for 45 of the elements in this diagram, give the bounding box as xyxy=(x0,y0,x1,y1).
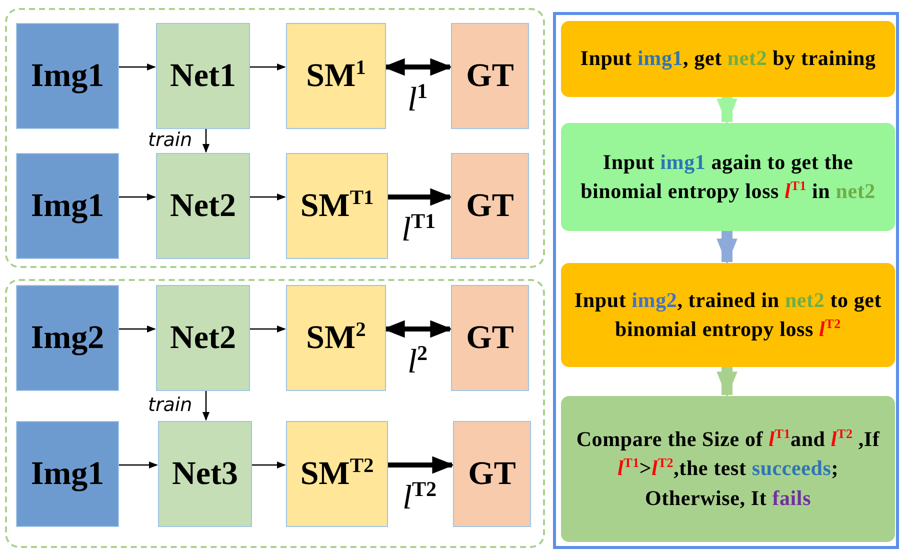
box-label: Img1 xyxy=(30,456,104,492)
box-label: SM$^{T1}$ xyxy=(300,187,374,225)
box-label: Input img1 again to get the binomial entropy loss l$^{T1}$ in net2 xyxy=(580,148,876,205)
block-box xyxy=(16,285,119,391)
box-label: Compare the Size of l$^{T1}$and l$^{T2}$ ,If l$^{T1}$>l$^{T2}$,the test succeeds; Otherwise, It fails xyxy=(575,424,881,512)
block-box xyxy=(156,23,250,129)
box-label: Img1 xyxy=(30,188,104,224)
box-label: Img2 xyxy=(30,320,104,356)
box-label: Img1 xyxy=(30,58,104,94)
block-box xyxy=(16,153,119,259)
process-box xyxy=(561,396,895,542)
box-label: GT xyxy=(468,456,516,492)
box-label: SM$^{1}$ xyxy=(306,57,366,95)
dashed-group-frame xyxy=(5,8,545,268)
box-label: GT xyxy=(466,58,514,94)
box-label: Net2 xyxy=(170,320,236,356)
box-label: SM$^{T2}$ xyxy=(300,455,374,493)
block-box xyxy=(451,23,529,129)
box-label: Input img2, trained in net2 to get binomial entropy loss l$^{T2}$ xyxy=(573,286,883,343)
block-box xyxy=(453,421,531,527)
process-box xyxy=(561,123,895,231)
block-box xyxy=(156,285,250,391)
dashed-group-frame xyxy=(5,279,545,548)
process-box xyxy=(561,21,895,97)
block-box xyxy=(16,23,119,129)
box-label: GT xyxy=(466,188,514,224)
block-box xyxy=(286,285,386,391)
block-box xyxy=(286,421,388,527)
block-box xyxy=(286,153,388,259)
edge-label: train xyxy=(148,396,192,414)
box-label: Input img1, get net2 by training xyxy=(580,45,876,72)
box-label: Net3 xyxy=(172,456,238,492)
block-box xyxy=(156,153,250,259)
panel-frame xyxy=(553,12,899,549)
block-box xyxy=(16,421,119,527)
box-label: Net1 xyxy=(170,58,236,94)
box-label: Net2 xyxy=(170,188,236,224)
block-box xyxy=(451,153,529,259)
edge-label: train xyxy=(148,130,192,150)
box-label: SM$^{2}$ xyxy=(306,319,366,357)
box-label: GT xyxy=(466,320,514,356)
block-box xyxy=(451,285,529,391)
block-box xyxy=(158,421,252,527)
process-box xyxy=(561,263,895,367)
block-box xyxy=(286,23,386,129)
